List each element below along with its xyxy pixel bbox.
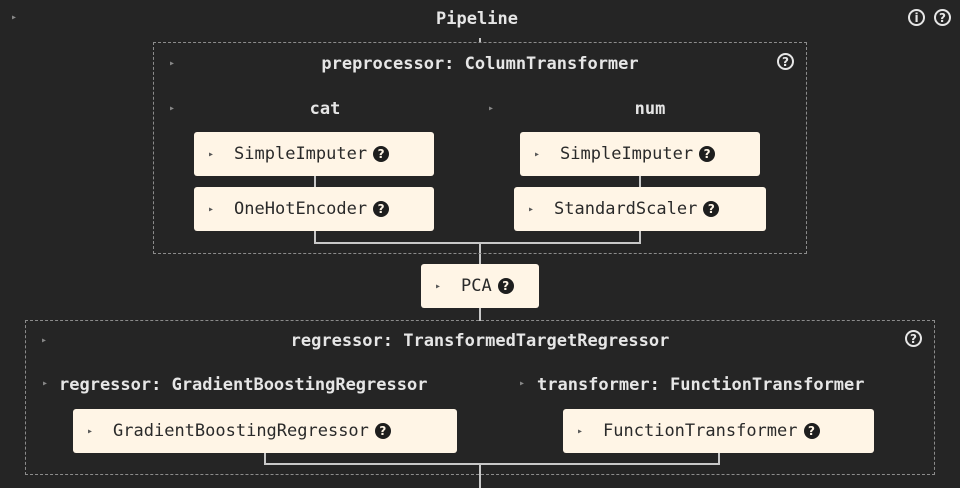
preprocessor-title[interactable]: preprocessor: ColumnTransformer bbox=[321, 54, 639, 74]
cat-simple-imputer[interactable]: ▸ SimpleImputer ? bbox=[194, 132, 434, 176]
regressor-toggle[interactable]: ▸ bbox=[41, 335, 48, 346]
num-branch-title[interactable]: num bbox=[634, 99, 666, 119]
cat-branch-title[interactable]: cat bbox=[309, 99, 341, 119]
transformer-toggle[interactable]: ▸ bbox=[519, 378, 526, 389]
function-transformer[interactable]: ▸ FunctionTransformer ? bbox=[563, 409, 874, 453]
num-simple-imputer-caret: ▸ bbox=[534, 148, 541, 160]
pipeline-toggle[interactable]: ▸ bbox=[11, 12, 18, 23]
connector-regressor-out bbox=[479, 463, 481, 488]
regressor-title[interactable]: regressor: TransformedTargetRegressor bbox=[290, 331, 670, 351]
num-simple-imputer-help-icon[interactable]: ? bbox=[699, 146, 716, 162]
inner-regressor-title[interactable]: regressor: GradientBoostingRegressor bbox=[59, 375, 428, 395]
cat-toggle[interactable]: ▸ bbox=[169, 103, 176, 114]
connector-pca-to-regressor bbox=[479, 308, 481, 321]
num-simple-imputer-label: SimpleImputer bbox=[560, 144, 694, 164]
num-standard-scaler[interactable]: ▸ StandardScaler ? bbox=[514, 187, 766, 231]
pca-help-icon[interactable]: ? bbox=[497, 278, 514, 294]
connector-gbr-down bbox=[264, 453, 266, 464]
cat-simple-imputer-label: SimpleImputer bbox=[234, 144, 368, 164]
cat-onehot-encoder-help-icon[interactable]: ? bbox=[373, 201, 390, 217]
gradient-boosting-regressor[interactable]: ▸ GradientBoostingRegressor ? bbox=[73, 409, 457, 453]
connector-preprocessor-merge bbox=[314, 242, 641, 244]
cat-onehot-encoder-label: OneHotEncoder bbox=[234, 199, 368, 219]
gradient-boosting-regressor-label: GradientBoostingRegressor bbox=[113, 421, 369, 441]
pca-label: PCA bbox=[461, 276, 492, 296]
pipeline-help-icon[interactable]: ? bbox=[934, 9, 951, 26]
pca-caret: ▸ bbox=[435, 280, 442, 292]
pipeline-title: Pipeline bbox=[436, 9, 518, 29]
cat-onehot-encoder-caret: ▸ bbox=[208, 203, 215, 215]
pca-step[interactable]: ▸ PCA ? bbox=[421, 264, 539, 308]
connector-ft-down bbox=[718, 453, 720, 464]
gradient-boosting-regressor-help-icon[interactable]: ? bbox=[374, 423, 391, 439]
connector-num-imputer-scaler bbox=[639, 176, 641, 188]
function-transformer-help-icon[interactable]: ? bbox=[803, 423, 820, 439]
cat-onehot-encoder[interactable]: ▸ OneHotEncoder ? bbox=[194, 187, 434, 231]
preprocessor-help-icon[interactable]: ? bbox=[777, 53, 794, 70]
connector-cat-imputer-encoder bbox=[314, 176, 316, 188]
function-transformer-label: FunctionTransformer bbox=[603, 421, 798, 441]
num-simple-imputer[interactable]: ▸ SimpleImputer ? bbox=[520, 132, 760, 176]
num-toggle[interactable]: ▸ bbox=[488, 103, 495, 114]
preprocessor-container bbox=[153, 42, 807, 254]
cat-simple-imputer-help-icon[interactable]: ? bbox=[373, 146, 390, 162]
regressor-container bbox=[25, 320, 935, 475]
pipeline-info-icon[interactable]: i bbox=[908, 9, 925, 26]
num-standard-scaler-help-icon[interactable]: ? bbox=[703, 201, 720, 217]
connector-num-down bbox=[639, 231, 641, 243]
num-standard-scaler-caret: ▸ bbox=[528, 203, 535, 215]
connector-pipeline-top bbox=[479, 38, 481, 43]
cat-simple-imputer-caret: ▸ bbox=[208, 148, 215, 160]
function-transformer-caret: ▸ bbox=[577, 425, 584, 437]
preprocessor-toggle[interactable]: ▸ bbox=[169, 58, 176, 69]
inner-regressor-toggle[interactable]: ▸ bbox=[42, 378, 49, 389]
connector-regressor-merge bbox=[264, 463, 720, 465]
gradient-boosting-regressor-caret: ▸ bbox=[87, 425, 94, 437]
regressor-help-icon[interactable]: ? bbox=[905, 330, 922, 347]
transformer-title[interactable]: transformer: FunctionTransformer bbox=[537, 375, 865, 395]
num-standard-scaler-label: StandardScaler bbox=[554, 199, 698, 219]
connector-cat-down bbox=[314, 231, 316, 243]
